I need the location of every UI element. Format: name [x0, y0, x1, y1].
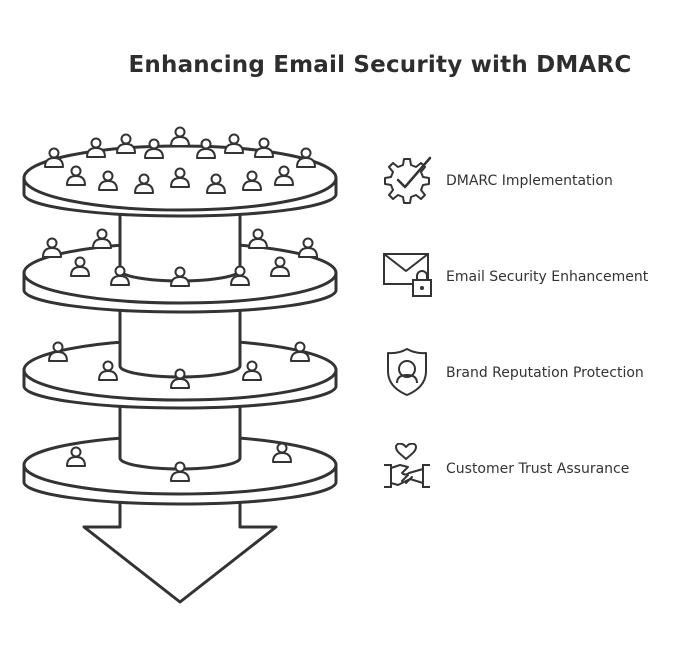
layer-item-brand-reputation-protection: Brand Reputation Protection: [380, 347, 680, 399]
diagram-title: Enhancing Email Security with DMARC: [128, 52, 632, 78]
layer-item-email-security-enhancement: Email Security Enhancement: [380, 251, 680, 303]
gear-check-icon: [384, 156, 432, 204]
layer-label: Brand Reputation Protection: [446, 365, 644, 381]
down-arrow: [82, 498, 278, 604]
layer-label: DMARC Implementation: [446, 173, 613, 189]
layer-label: Email Security Enhancement: [446, 269, 649, 285]
layer-label: Customer Trust Assurance: [446, 461, 630, 477]
layer-item-customer-trust-assurance: Customer Trust Assurance: [380, 443, 680, 495]
handshake-heart-icon: [384, 443, 430, 488]
cylinder-2: [118, 305, 242, 379]
cylinder-1: [118, 210, 242, 283]
shield-person-icon: [387, 348, 427, 396]
layer-item-dmarc-implementation: DMARC Implementation: [380, 155, 680, 207]
cylinder-3: [118, 400, 242, 471]
envelope-lock-icon: [383, 253, 432, 297]
